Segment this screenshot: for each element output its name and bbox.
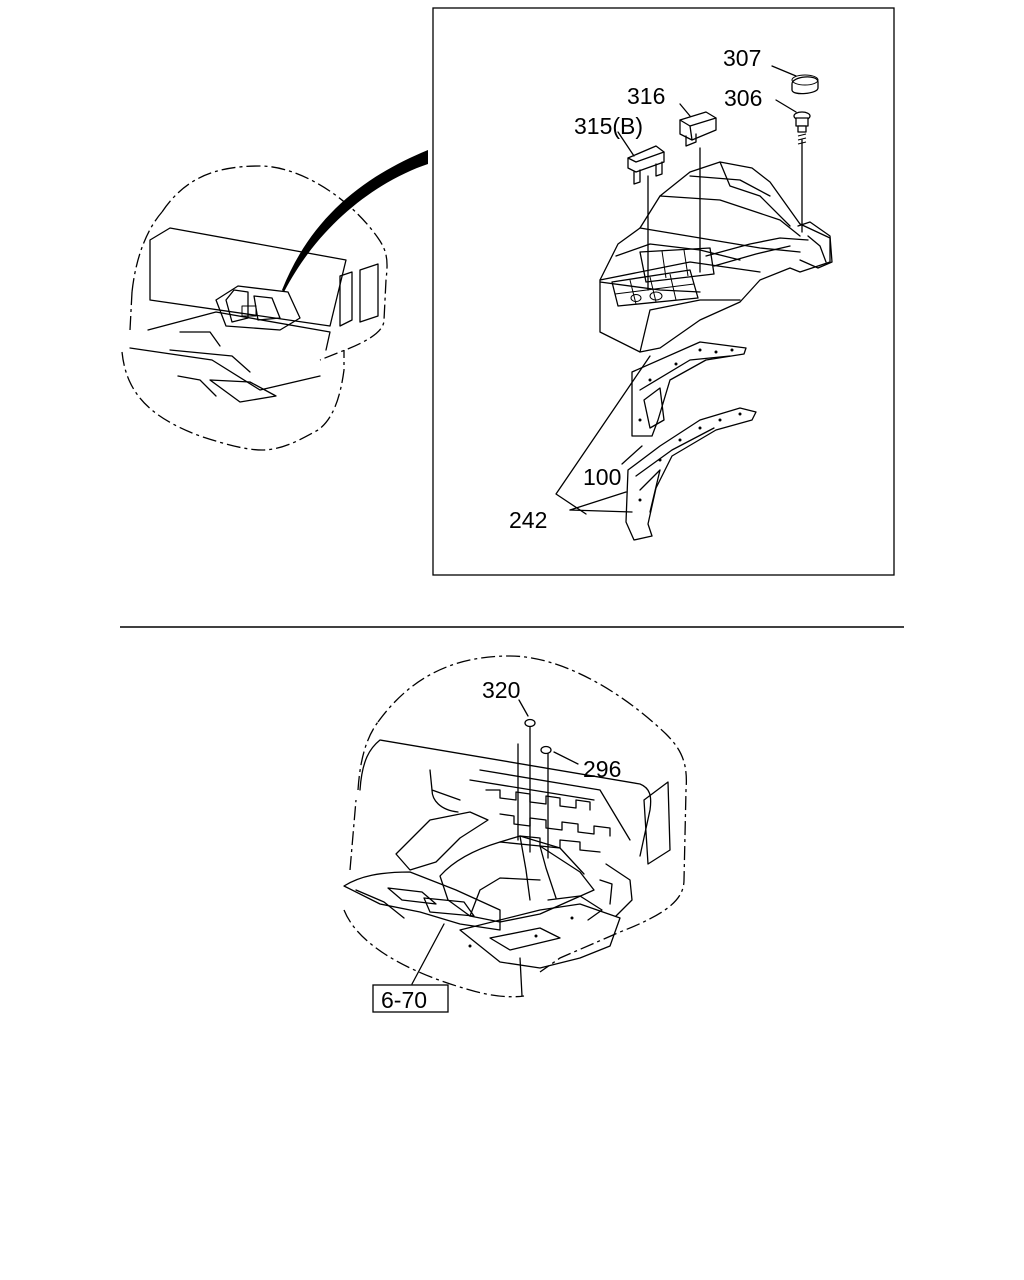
cab-overview-top: [121, 150, 428, 451]
part-100-panel: [631, 341, 747, 437]
label-316: 316: [627, 83, 665, 109]
reference-label: 6-70: [381, 987, 427, 1013]
part-296-plug: [540, 745, 552, 755]
part-316-clip: [679, 111, 717, 147]
reference-box-6-70: 6-70: [372, 984, 449, 1013]
label-315b: 315(B): [574, 113, 643, 139]
part-242-panel: [625, 407, 757, 541]
label-296: 296: [583, 756, 621, 782]
label-242: 242: [509, 507, 547, 533]
label-307: 307: [723, 45, 761, 71]
part-307-cap: [791, 74, 819, 95]
cab-floor-view: [343, 655, 688, 998]
console-assembly: [599, 139, 833, 353]
part-320-plug: [524, 718, 536, 728]
part-315b-cap: [627, 145, 665, 185]
label-100: 100: [583, 464, 621, 490]
label-306: 306: [724, 85, 762, 111]
inset-leaders: [555, 65, 797, 515]
label-320: 320: [482, 677, 520, 703]
part-306-screw: [793, 111, 811, 145]
detail-inset-frame: [432, 7, 895, 576]
